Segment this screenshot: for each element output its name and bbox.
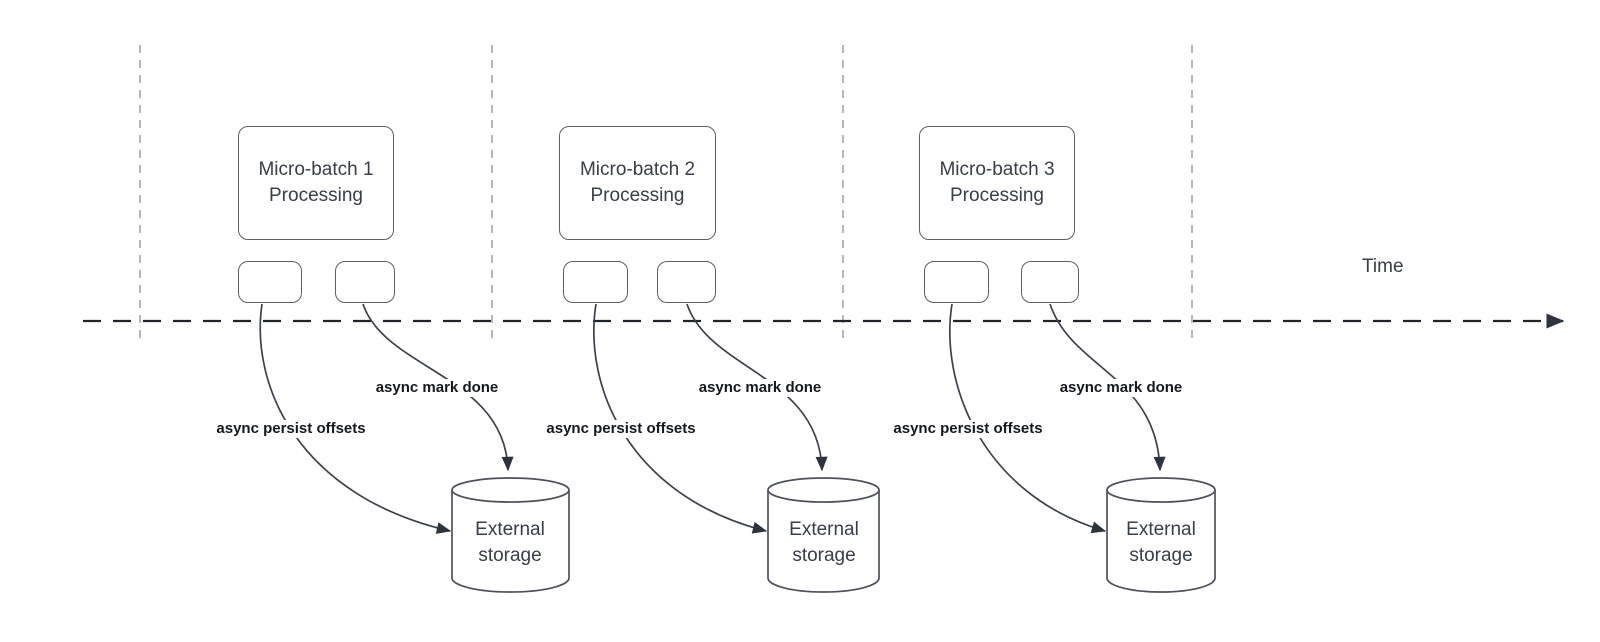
micro-batch-2-processing-box: Micro-batch 2 Processing <box>559 126 716 240</box>
micro-batch-3-processing-box: Micro-batch 3 Processing <box>919 126 1075 240</box>
external-storage-cylinder-3 <box>1106 477 1216 593</box>
mark-done-label-2: async mark done <box>695 379 825 397</box>
external-storage-label-3: External storage <box>1101 517 1221 569</box>
storage-label-line2: storage <box>1129 545 1193 566</box>
micro-batch-1-processing-box: Micro-batch 1 Processing <box>238 126 394 240</box>
storage-label-line1: External <box>475 519 545 540</box>
storage-label-line1: External <box>1126 519 1196 540</box>
processing-box-title-line1: Micro-batch 3 <box>939 159 1055 180</box>
persist-offsets-task-box-3 <box>924 261 989 303</box>
processing-box-title-line1: Micro-batch 2 <box>579 159 696 180</box>
external-storage-cylinder-1 <box>451 477 570 593</box>
mark-done-task-box-2 <box>657 261 716 303</box>
persist-offsets-label-2: async persist offsets <box>543 420 699 438</box>
external-storage-label-2: External storage <box>764 517 884 569</box>
persist-offsets-label-3: async persist offsets <box>890 420 1046 438</box>
persist-offsets-arrow-3 <box>948 303 1107 534</box>
persist-offsets-task-box-1 <box>238 261 302 303</box>
mark-done-arrow-1 <box>362 303 514 472</box>
persist-offsets-arrow-2 <box>593 303 768 534</box>
mark-done-task-box-1 <box>335 261 395 303</box>
storage-label-line1: External <box>789 519 859 540</box>
processing-box-title-line1: Micro-batch 1 <box>258 159 374 180</box>
processing-box-title-line2: Processing <box>950 185 1044 206</box>
external-storage-cylinder-2 <box>767 477 880 593</box>
mark-done-task-box-3 <box>1021 261 1079 303</box>
persist-offsets-task-box-2 <box>563 261 628 303</box>
mark-done-arrow-3 <box>1049 303 1166 472</box>
processing-box-title-line2: Processing <box>590 185 685 206</box>
timeline-label: Time <box>1362 256 1404 277</box>
persist-offsets-label-1: async persist offsets <box>213 420 369 438</box>
storage-label-line2: storage <box>792 545 856 566</box>
mark-done-arrow-2 <box>686 303 828 472</box>
mark-done-label-3: async mark done <box>1056 379 1186 397</box>
storage-label-line2: storage <box>478 545 542 566</box>
processing-box-title-line2: Processing <box>269 185 363 206</box>
persist-offsets-arrow-1 <box>259 303 452 534</box>
mark-done-label-1: async mark done <box>372 379 502 397</box>
external-storage-label-1: External storage <box>450 517 570 569</box>
